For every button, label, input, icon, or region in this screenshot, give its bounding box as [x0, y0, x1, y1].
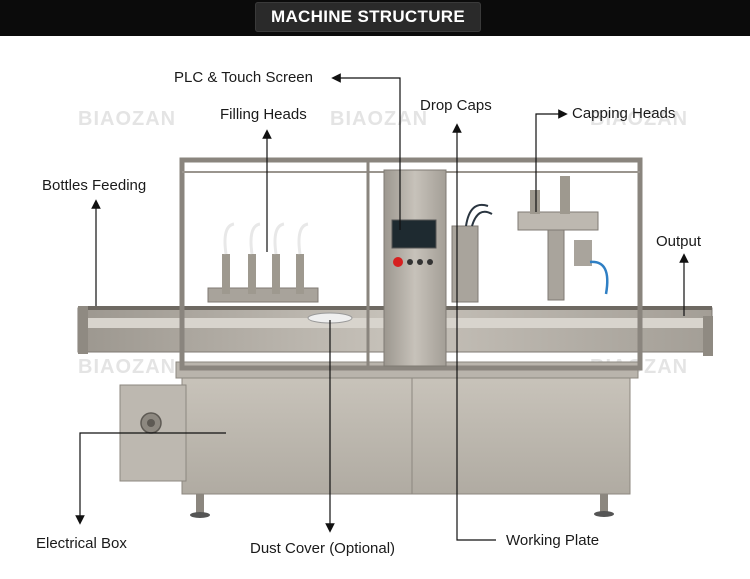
conveyor-end: [78, 306, 88, 354]
drop-caps: [451, 204, 493, 303]
watermark: BIAOZAN: [78, 108, 177, 130]
label-electrical-box: Electrical Box: [36, 535, 127, 552]
page-title: MACHINE STRUCTURE: [255, 2, 481, 32]
label-dust-cover: Dust Cover (Optional): [250, 540, 396, 557]
emergency-stop: [393, 257, 403, 267]
label-drop-caps: Drop Caps: [420, 97, 492, 114]
label-output: Output: [656, 233, 702, 250]
dust-cover: [307, 312, 353, 324]
label-capping-heads: Capping Heads: [572, 105, 676, 122]
touch-screen: [391, 219, 437, 249]
plc-column: [383, 169, 447, 367]
label-plc: PLC & Touch Screen: [174, 69, 313, 86]
machine-foot: [196, 494, 204, 514]
filling-heads: [207, 222, 319, 303]
label-bottles-feeding: Bottles Feeding: [42, 177, 147, 194]
conveyor-end: [703, 316, 713, 356]
base-cabinet: [181, 371, 631, 495]
guard-frame: [179, 157, 643, 371]
label-working-plate: Working Plate: [506, 532, 600, 549]
machine-foot: [600, 494, 608, 512]
label-filling-heads: Filling Heads: [220, 106, 307, 123]
capping-heads: [517, 176, 609, 301]
watermark: BIAOZAN: [590, 108, 689, 130]
watermark: BIAOZAN: [78, 356, 177, 378]
